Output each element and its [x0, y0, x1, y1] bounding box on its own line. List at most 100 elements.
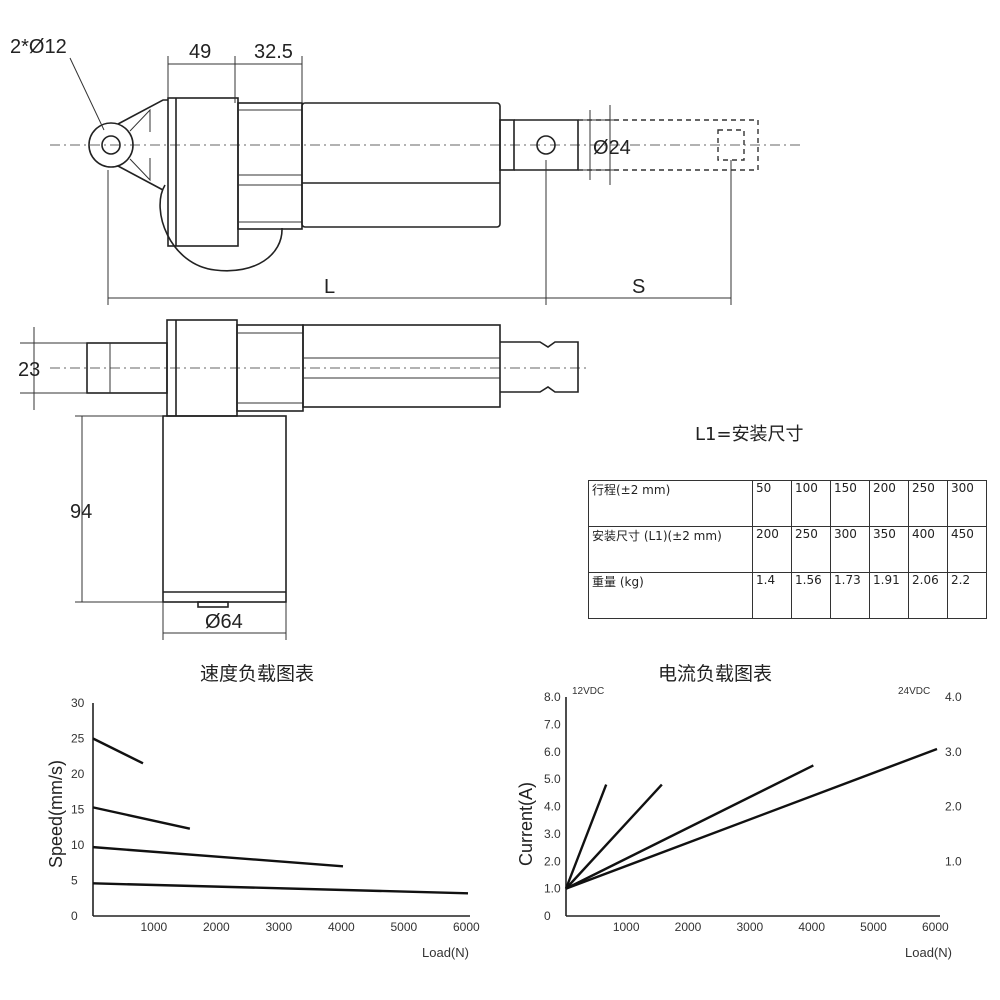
y-tick-label: 15: [71, 803, 85, 817]
spec-cell: 2.06: [908, 572, 948, 619]
series-line-3: [92, 845, 344, 868]
spec-row-label: 行程(±2 mm): [588, 480, 753, 527]
spec-cell: 2.2: [947, 572, 987, 619]
speed-chart-title: 速度负载图表: [200, 663, 314, 685]
current-y-label: Current(A): [516, 782, 536, 866]
motor-outline-top: [159, 184, 283, 272]
dim-64: Ø64: [205, 611, 243, 633]
y-tick-label: 1.0: [544, 882, 561, 896]
y-tick-label: 0: [71, 909, 78, 923]
spec-cell: 300: [947, 480, 987, 527]
dim-24: Ø24: [593, 137, 631, 159]
series-line-2: [565, 783, 663, 890]
mount-note: L1=安装尺寸: [695, 424, 804, 445]
current-24vdc-label: 24VDC: [898, 686, 930, 697]
series-line-1: [564, 784, 608, 890]
rod-collar-top: [499, 119, 515, 171]
right-y-tick-label: 4.0: [945, 690, 962, 704]
series-line-1: [92, 737, 144, 765]
extended-rod-dashed: [578, 119, 759, 171]
dim-S: S: [632, 276, 645, 298]
x-tick-label: 6000: [453, 920, 480, 934]
outer-tube-side: [302, 324, 501, 408]
spec-cell: 1.56: [791, 572, 831, 619]
dim-32-5: 32.5: [254, 41, 293, 63]
current-chart: 电流负载图表 12VDC 24VDC 1000 2000 3000 4000 5000 6…: [516, 663, 962, 960]
current-chart-title: 电流负载图表: [658, 663, 772, 685]
x-tick-label: 2000: [675, 920, 702, 934]
side-view: 23 94 Ø64: [18, 319, 590, 640]
right-y-tick-label: 1.0: [945, 854, 962, 868]
x-tick-label: 4000: [328, 920, 355, 934]
x-tick-label: 5000: [860, 920, 887, 934]
series-line-2: [92, 806, 191, 830]
rear-bracket-rib: [129, 108, 151, 182]
dim-23: 23: [18, 359, 40, 381]
spec-row-label: 重量 (kg): [588, 572, 753, 619]
x-tick-label: 3000: [266, 920, 293, 934]
series-line-4: [92, 882, 469, 895]
rear-bracket: [117, 99, 168, 191]
y-tick-label: 30: [71, 696, 85, 710]
spec-row-label: 安装尺寸 (L1)(±2 mm): [588, 526, 753, 573]
y-tick-label: 20: [71, 767, 85, 781]
spec-cell: 1.73: [830, 572, 870, 619]
top-view: 49 32.5 2*Ø12 Ø24 L S: [10, 36, 800, 305]
series-line-4: [565, 747, 938, 890]
spec-cell: 100: [791, 480, 831, 527]
y-tick-label: 2.0: [544, 854, 561, 868]
rear-mount-hole: [101, 135, 121, 155]
dim-L: L: [324, 276, 335, 298]
y-tick-label: 10: [71, 838, 85, 852]
x-tick-label: 6000: [922, 920, 949, 934]
spec-cell: 350: [869, 526, 909, 573]
x-tick-label: 4000: [798, 920, 825, 934]
x-tick-label: 5000: [391, 920, 418, 934]
gearbox-top: [167, 97, 239, 247]
speed-y-label: Speed(mm/s): [46, 760, 66, 868]
x-tick-label: 1000: [613, 920, 640, 934]
y-tick-label: 5: [71, 874, 78, 888]
spec-cell: 250: [791, 526, 831, 573]
motor-body: [162, 415, 287, 603]
rear-mount-ear: [88, 122, 134, 168]
y-tick-label: 5.0: [544, 772, 561, 786]
current-x-label: Load(N): [905, 945, 952, 960]
y-tick-label: 7.0: [544, 717, 561, 731]
spec-cell: 450: [947, 526, 987, 573]
x-tick-label: 1000: [141, 920, 168, 934]
speed-chart: 速度负载图表 1000 2000 3000 4000 5000 6000 0 5 10 15 20 2…: [46, 663, 480, 960]
y-tick-label: 8.0: [544, 690, 561, 704]
y-tick-label: 25: [71, 732, 85, 746]
x-tick-label: 3000: [737, 920, 764, 934]
x-tick-label: 2000: [203, 920, 230, 934]
front-mount-hole: [536, 135, 556, 155]
current-12vdc-label: 12VDC: [572, 686, 604, 697]
spec-cell: 400: [908, 526, 948, 573]
series-line-3: [565, 764, 814, 890]
dim-94: 94: [70, 501, 92, 523]
housing-top: [237, 102, 303, 230]
y-tick-label: 6.0: [544, 745, 561, 759]
front-rod-side: [500, 341, 579, 393]
y-tick-label: 0: [544, 909, 551, 923]
spec-cell: 1.91: [869, 572, 909, 619]
extended-hole-dashed: [717, 129, 745, 161]
spec-cell: 1.4: [752, 572, 792, 619]
speed-x-label: Load(N): [422, 945, 469, 960]
spec-cell: 200: [869, 480, 909, 527]
dim-holes: 2*Ø12: [10, 36, 67, 58]
dim-49: 49: [189, 41, 211, 63]
right-y-tick-label: 3.0: [945, 745, 962, 759]
y-tick-label: 4.0: [544, 800, 561, 814]
spec-cell: 150: [830, 480, 870, 527]
right-y-tick-label: 2.0: [945, 800, 962, 814]
spec-cell: 250: [908, 480, 948, 527]
spec-cell: 200: [752, 526, 792, 573]
spec-cell: 300: [830, 526, 870, 573]
